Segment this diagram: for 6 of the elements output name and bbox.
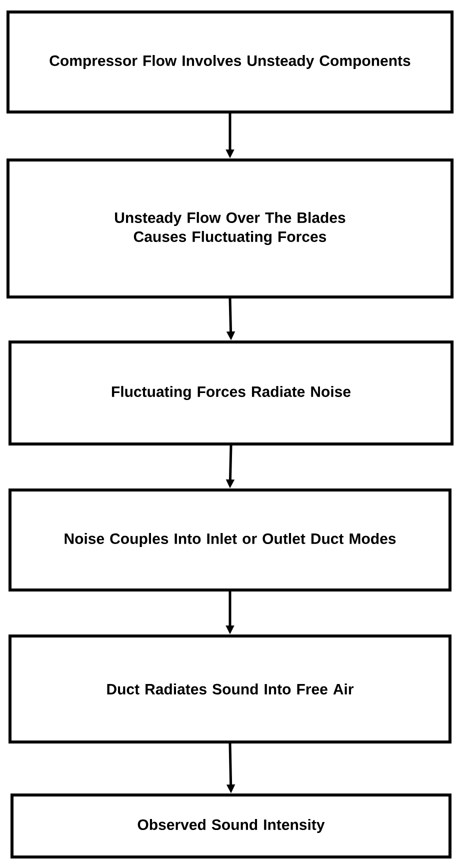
- process-box: Noise Couples Into Inlet or Outlet Duct Modes: [8, 488, 452, 592]
- process-box: Unsteady Flow Over The Blades Causes Fluctuating Forces: [6, 158, 454, 298]
- process-box: Duct Radiates Sound Into Free Air: [8, 634, 452, 744]
- process-box: Fluctuating Forces Radiate Noise: [8, 340, 454, 446]
- process-box: Compressor Flow Involves Unsteady Components: [6, 10, 454, 114]
- process-box: Observed Sound Intensity: [10, 794, 452, 858]
